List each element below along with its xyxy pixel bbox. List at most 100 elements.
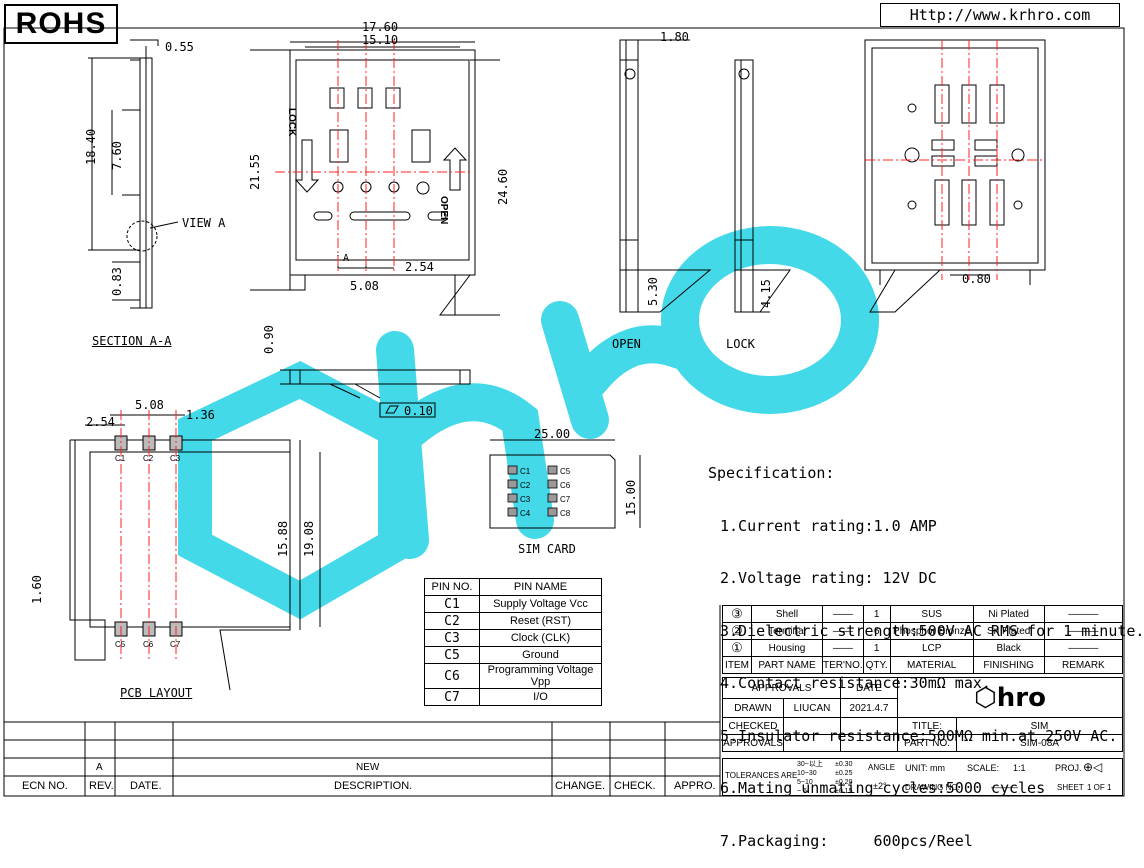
- bom-qty: 6: [862, 622, 891, 640]
- bom-finishing: Ni Plated: [972, 605, 1045, 623]
- pin-no: C5: [424, 646, 480, 664]
- rev-label: REV.: [89, 780, 114, 792]
- dim-0-90: 0.90: [262, 325, 276, 354]
- sim-card-contacts: [507, 465, 558, 517]
- pad-label-c7: C7: [170, 640, 181, 649]
- bom-remark: ———: [1043, 605, 1124, 623]
- dim-15-00: 15.00: [624, 479, 638, 516]
- spec-item-1: 1.Current rating:1.0 AMP: [720, 516, 937, 535]
- pin-no: C1: [424, 595, 480, 613]
- lock-view-label: LOCK: [726, 337, 755, 351]
- spec-item-7: 7.Packaging: 600pcs/Reel: [720, 831, 973, 850]
- bom-qty: 1: [862, 605, 891, 623]
- proj-label: PROJ.: [1055, 763, 1082, 773]
- checked-label: CHECKED: [722, 717, 784, 735]
- hro-logo: ⬡hro: [897, 677, 1123, 718]
- bom-remark: ———: [1043, 622, 1124, 640]
- dim-0-83: 0.83: [110, 267, 124, 296]
- title-block: APPROVALS DATE ⬡hro DRAWN LIUCAN 2021.4.…: [722, 677, 1123, 752]
- card-contact-c2: C2: [520, 481, 531, 490]
- section-a-a-view: [88, 39, 179, 309]
- pin-header-name: PIN NAME: [479, 578, 602, 596]
- bottom-view: [864, 39, 1046, 313]
- dim-0-10: 0.10: [404, 404, 433, 418]
- bom-item: ②: [722, 622, 752, 640]
- card-contact-c5: C5: [560, 467, 571, 476]
- bom-material: SUS: [889, 605, 974, 623]
- tol-value: ±0.30: [835, 761, 853, 768]
- tol-value: ±0.20: [835, 779, 853, 786]
- section-label: SECTION A-A: [92, 334, 172, 348]
- pcb-layout: [69, 414, 321, 691]
- dim-25-00: 25.00: [534, 427, 571, 441]
- bom-part: Terminal: [751, 622, 823, 640]
- block-lines: [4, 605, 721, 796]
- pad-label-c5: C5: [115, 640, 126, 649]
- a-mark: A: [343, 253, 350, 264]
- bom-header: MATERIAL: [889, 656, 974, 674]
- rev-value: A: [96, 762, 103, 773]
- tolerance-block: TOLERANCES ARE 30~以上 10~30 5~10 ~ 5 ±0.3…: [722, 758, 1123, 796]
- tol-values: ±0.30 ±0.25 ±0.20 ±0.15: [835, 760, 852, 796]
- sim-card: [489, 439, 641, 529]
- dim-7-60: 7.60: [110, 141, 124, 170]
- bom-part: Shell: [751, 605, 823, 623]
- bom-header: ITEM: [722, 656, 752, 674]
- date-label: DATE: [840, 677, 898, 699]
- tol-range: 5~10: [797, 779, 813, 786]
- bom-ter: ——: [822, 622, 864, 640]
- dim-2-54-pcb: 2.54: [86, 415, 115, 429]
- spec-item-6: 6.Mating unmating cycles:5000 cycles: [720, 779, 1046, 797]
- pin-name: Ground: [479, 646, 602, 664]
- open-engraving: OPEN: [438, 196, 449, 225]
- title-label: TITLE:: [897, 717, 957, 735]
- pin-name: Reset (RST): [479, 612, 602, 630]
- open-view-label: OPEN: [612, 337, 641, 351]
- tol-range: ~ 5: [797, 788, 807, 795]
- projection-icon: ⊕◁: [1083, 760, 1103, 774]
- spec-title: Specification:: [708, 464, 835, 482]
- spec-item-2: 2.Voltage rating: 12V DC: [720, 569, 937, 587]
- sim-card-label: SIM CARD: [518, 542, 576, 556]
- tol-value: ±0.15: [835, 788, 853, 795]
- pad-label-c6: C6: [143, 640, 154, 649]
- scale-label: SCALE:: [967, 763, 1000, 773]
- dim-15-10: 15.10: [362, 33, 399, 47]
- bom-part: Housing: [751, 639, 823, 657]
- bom-header: PART NAME: [751, 656, 823, 674]
- dim-5-30: 5.30: [646, 277, 660, 306]
- dim-2-54: 2.54: [405, 260, 434, 274]
- bom-material: Phosphor Bronze: [889, 622, 974, 640]
- dim-1-60: 1.60: [30, 575, 44, 604]
- top-view: [250, 41, 500, 316]
- bom-remark: ———: [1043, 639, 1124, 657]
- dim-0-55: 0.55: [165, 40, 194, 54]
- part-value: SIM-08A: [956, 734, 1123, 752]
- bom-header: FINISHING: [972, 656, 1045, 674]
- unit-label: UNIT: mm: [905, 763, 945, 773]
- tol-value: ±0.25: [835, 770, 853, 777]
- tol-ranges: 30~以上 10~30 5~10 ~ 5: [797, 760, 823, 796]
- drawing-no-label: DRAWING NO.: [905, 783, 960, 792]
- pad-label-c1: C1: [115, 454, 126, 463]
- dim-19-08: 19.08: [302, 520, 316, 557]
- pad-label-c2: C2: [143, 454, 154, 463]
- pin-no: C2: [424, 612, 480, 630]
- pin-name: Programming Voltage Vpp: [479, 663, 602, 689]
- pad-label-c3: C3: [170, 454, 181, 463]
- pin-name: Clock (CLK): [479, 629, 602, 647]
- pin-no: C6: [424, 663, 480, 689]
- card-contact-c3: C3: [520, 495, 531, 504]
- dim-5-08-pcb: 5.08: [135, 398, 164, 412]
- check-label: CHECK.: [614, 780, 656, 792]
- bom-item: ①: [722, 639, 752, 657]
- pcb-centerlines: [120, 410, 177, 660]
